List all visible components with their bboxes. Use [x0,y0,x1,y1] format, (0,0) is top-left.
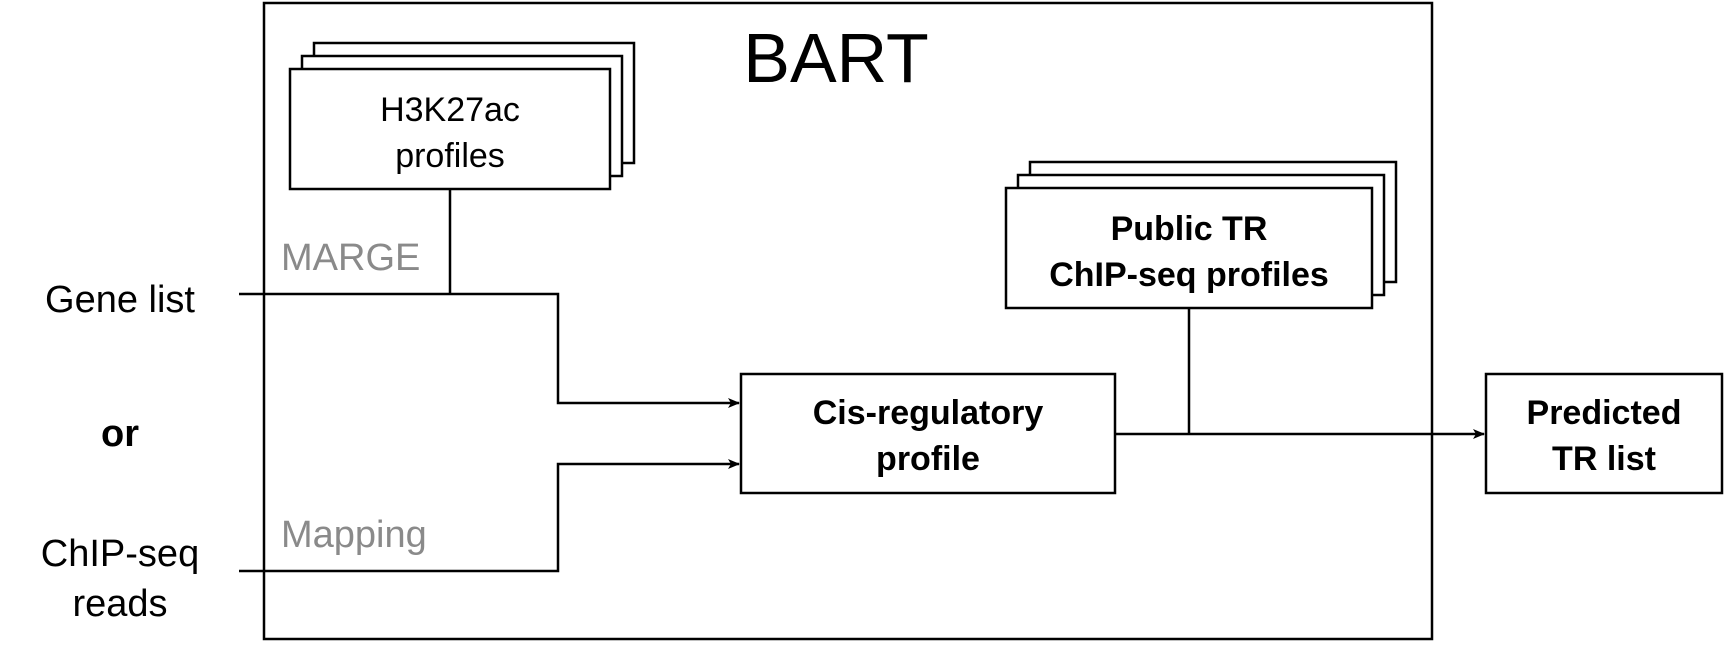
marge-label: MARGE [281,237,420,279]
predicted-tr-list-box [1484,372,1724,495]
cis-regulatory-label-line1: Cis-regulatory [813,394,1044,432]
chipseq-reads-label-line1: ChIP-seq [41,533,199,575]
h3k27ac-profiles-box [288,67,612,191]
chipseq-arrow [239,459,740,573]
public-tr-label-line1: Public TR [1111,210,1268,248]
h3k27ac-label-line1: H3K27ac [380,91,520,129]
predicted-tr-label-line2: TR list [1552,440,1656,478]
gene-list-arrow [239,292,740,408]
h3k27ac-label-line2: profiles [395,137,505,175]
bart-container [262,1,1434,641]
public-tr-profiles-box [1004,186,1374,310]
cis-regulatory-profile-box [739,372,1117,495]
bart-title: BART [743,19,928,97]
h3k27ac-profiles-stack: H3K27ac profiles [288,41,636,191]
public-tr-profiles-stack: Public TR ChIP-seq profiles [1004,160,1398,310]
or-label: or [101,413,139,455]
predicted-tr-label-line1: Predicted [1527,394,1682,432]
public-tr-label-line2: ChIP-seq profiles [1049,256,1329,294]
cis-regulatory-label-line2: profile [876,440,980,478]
chipseq-reads-label-line2: reads [72,583,167,625]
mapping-label: Mapping [281,514,427,556]
gene-list-label: Gene list [45,279,195,321]
